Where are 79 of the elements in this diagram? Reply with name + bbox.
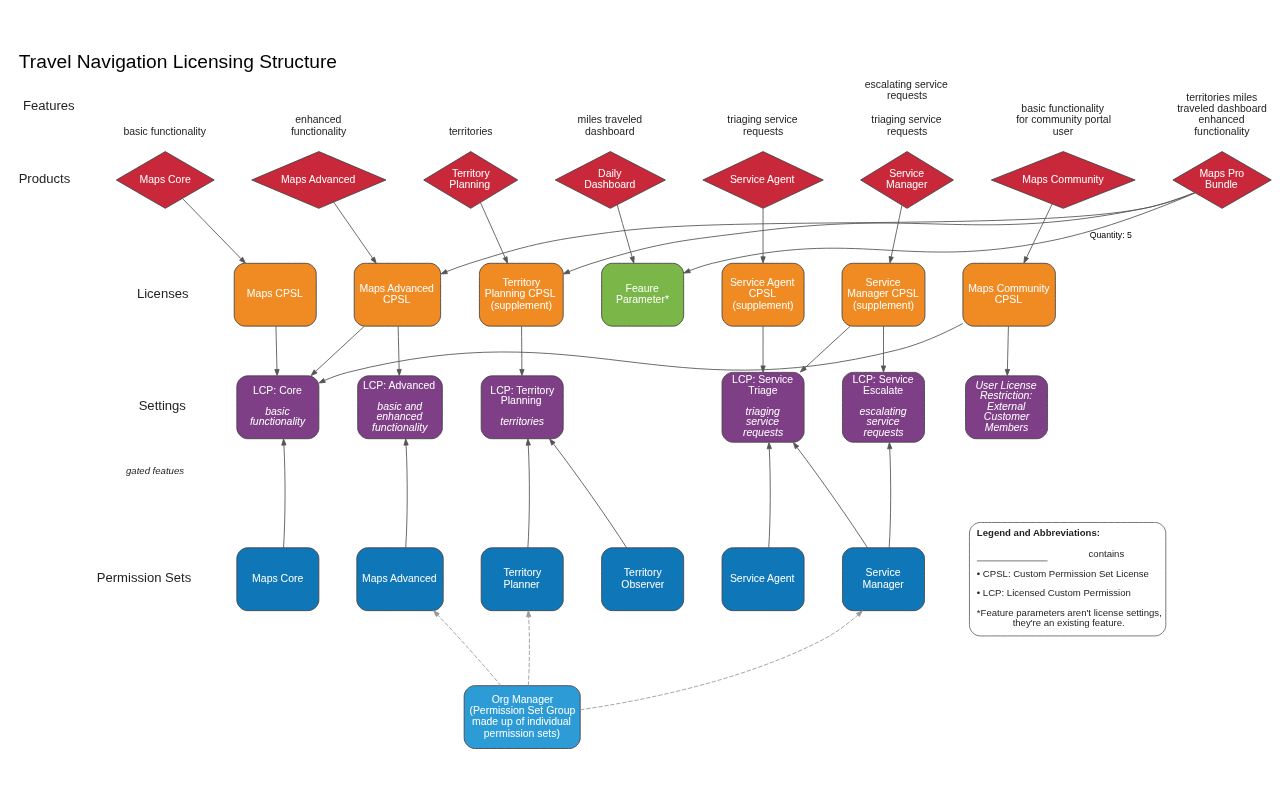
arrow: [519, 325, 525, 376]
node-box: Service Agent: [721, 546, 805, 611]
arrow: [760, 325, 766, 372]
arrow: [281, 438, 287, 548]
label: *Feature parameters aren't license settings, they're an existing feature.: [976, 606, 1162, 628]
label: gated featues: [126, 464, 185, 476]
node-box: Service Manager CPSL (supplement): [841, 262, 926, 327]
label: Products: [18, 170, 71, 186]
arrow: [433, 609, 502, 686]
label: Features: [23, 97, 75, 113]
node-box: Org Manager (Permission Set Group made up of individual permission sets): [463, 684, 581, 749]
node-box: Service Agent CPSL (supplement): [721, 262, 805, 327]
node-box: Maps Advanced: [356, 546, 444, 611]
arrow: [526, 609, 532, 686]
arrow: [182, 197, 246, 264]
arrow: [887, 441, 893, 548]
label: • LCP: Licensed Custom Permission: [976, 586, 1131, 598]
arrow: [274, 325, 280, 376]
node-label: escalating service requests: [864, 78, 948, 101]
arrow: [766, 441, 772, 548]
node-label: basic functionality for community portal user: [1016, 102, 1111, 137]
node-label: territories: [448, 125, 493, 137]
node-diamond: Maps Pro Bundle: [1172, 150, 1272, 209]
arrow: [440, 191, 1196, 274]
arrow: [310, 325, 365, 376]
node-label: enhanced functionality: [290, 113, 347, 137]
node-diamond: Territory Planning: [423, 150, 519, 209]
label: • CPSL: Custom Permission Set License: [976, 567, 1149, 579]
label: Legend and Abbreviations:: [976, 526, 1100, 538]
arrow: [683, 192, 1196, 273]
arrow: [800, 325, 851, 372]
node-diamond: Maps Community: [990, 150, 1136, 209]
node-box: Feaure Parameter*: [601, 262, 685, 327]
arrow: [760, 207, 766, 263]
legend-label: contains: [1088, 547, 1125, 559]
node-box: LCP: Service Escalate escalating service requests: [842, 371, 925, 443]
node-label: territories miles traveled dashboard enhanced functionality: [1177, 91, 1267, 137]
node-box: LCP: Service Triage triaging service requests: [721, 371, 805, 443]
node-box: Territory Planning CPSL (supplement): [479, 262, 564, 327]
node-label: triaging service requests: [871, 113, 942, 137]
arrow: [403, 438, 409, 548]
arrow: [480, 201, 508, 264]
arrow: [549, 438, 628, 548]
node-box: Maps Community CPSL: [962, 262, 1056, 327]
label: Permission Sets: [96, 569, 192, 585]
arrow: [792, 441, 868, 548]
arrow: [562, 191, 1195, 274]
label: Licenses: [136, 285, 189, 301]
node-label: triaging service requests: [727, 113, 798, 137]
node-box: User License Restriction: External Customer Members: [965, 374, 1048, 439]
diagram-title: Travel Navigation Licensing Structure: [18, 50, 338, 72]
arrow: [579, 609, 863, 710]
arrow: [888, 204, 903, 263]
node-diamond: Maps Advanced: [251, 150, 387, 209]
node-diamond: Service Agent: [702, 150, 824, 209]
arrow: [1023, 203, 1053, 263]
node-label: miles traveled dashboard: [577, 113, 643, 137]
node-box: LCP: Territory Planning territories: [480, 374, 564, 439]
node-box: Maps CPSL: [233, 262, 317, 327]
node-box: Maps Advanced CPSL: [353, 262, 442, 327]
arrow: [318, 322, 964, 383]
arrow: [616, 203, 635, 263]
node-box: Service Manager: [842, 546, 925, 611]
node-box: Maps Core: [236, 546, 320, 611]
arrow: [1004, 325, 1010, 376]
arrow: [396, 325, 402, 376]
label: Settings: [138, 397, 186, 413]
node-box: LCP: Core basic functionality: [236, 374, 320, 439]
node-diamond: Daily Dashboard: [554, 150, 666, 209]
node-label: basic functionality: [123, 125, 207, 137]
arrow: [333, 201, 377, 264]
node-diamond: Service Manager: [860, 150, 954, 209]
node-diamond: Maps Core: [115, 150, 215, 209]
arrow: [525, 438, 531, 548]
edge-label: Quantity: 5: [1089, 229, 1132, 240]
node-box: Territory Planner: [480, 546, 564, 611]
node-box: Territory Observer: [601, 546, 685, 611]
arrow: [880, 325, 887, 372]
node-box: LCP: Advanced basic and enhanced functionality: [357, 374, 443, 439]
